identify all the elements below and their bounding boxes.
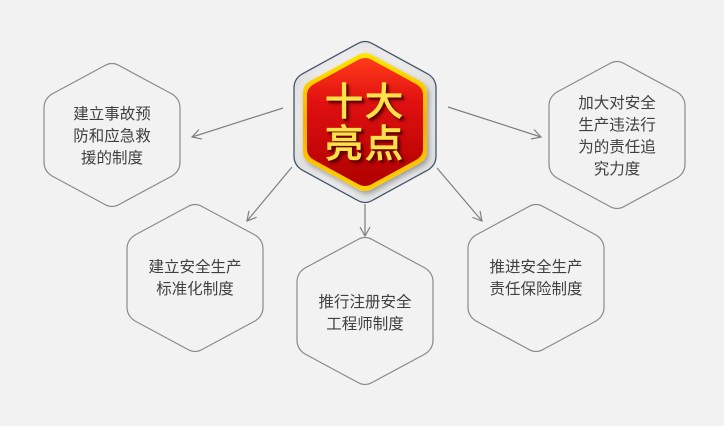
hexagon-mid-right	[467, 203, 605, 353]
arrows	[190, 106, 543, 238]
hexagon-top-left	[43, 62, 181, 208]
center-red-hexagon	[307, 58, 423, 186]
node-label-top-left: 建立事故预 防和应急救 援的制度	[73, 105, 151, 167]
hexagon-mid-left	[126, 203, 264, 353]
arrow-to-mid-left	[246, 166, 293, 222]
node-label-mid-right: 推进安全生产 责任保险制度	[489, 258, 583, 298]
node-label-bottom-center: 推行注册安全 工程师制度	[318, 293, 412, 333]
center-badge	[293, 40, 437, 204]
node-label-top-right: 加大对安全 生产违法行 为的责任追 究力度	[578, 94, 656, 178]
node-label-mid-left: 建立安全生产 标准化制度	[148, 258, 242, 298]
arrow-to-top-right	[447, 106, 543, 140]
arrow-to-top-left	[190, 107, 284, 140]
hexagon-bottom-center	[296, 236, 434, 386]
arrow-to-mid-right	[436, 167, 483, 222]
center-title: 十大 亮点	[324, 80, 405, 166]
hexagon-top-right	[548, 60, 686, 210]
node-shapes	[43, 60, 686, 386]
